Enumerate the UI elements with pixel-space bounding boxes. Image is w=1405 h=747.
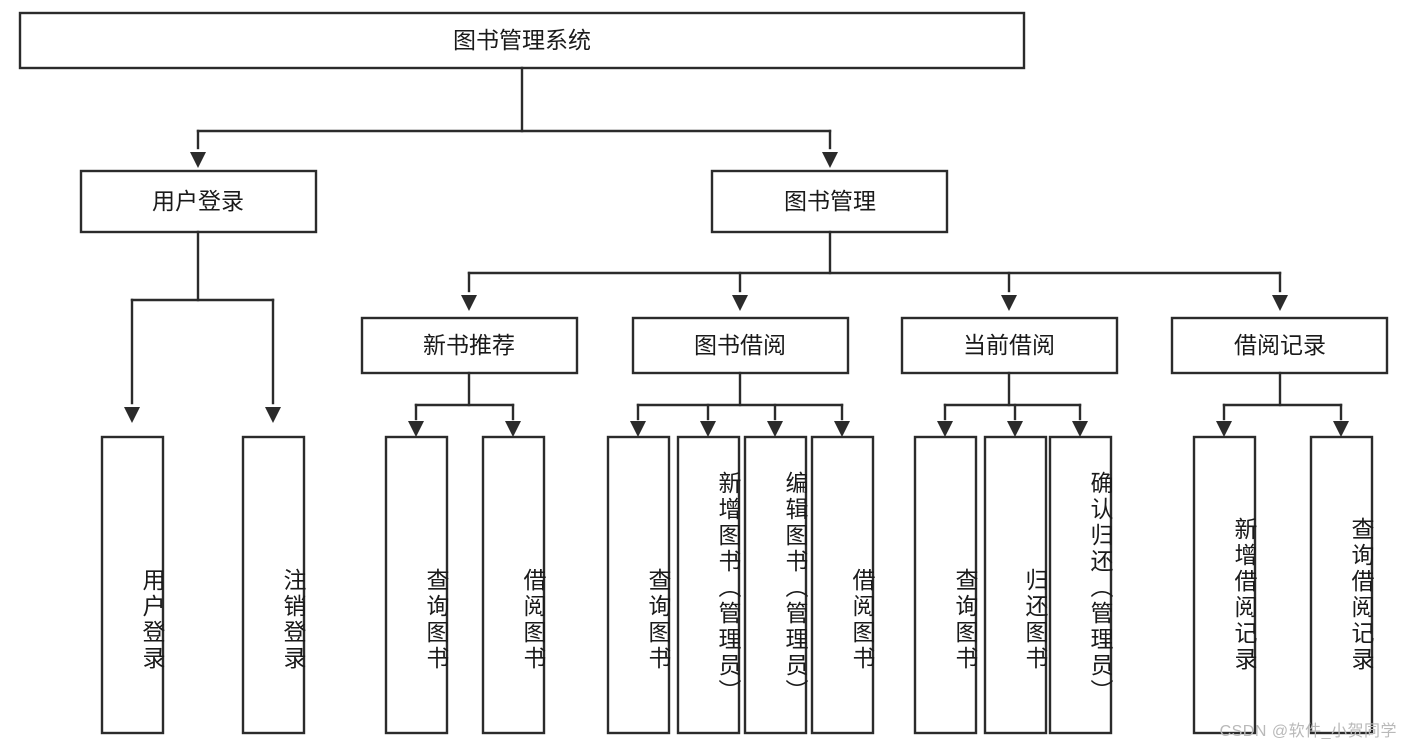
arrow-to-leaf-add-book [700,421,716,437]
leaf-box-add-record[interactable] [1192,435,1257,735]
arrow-to-leaf-borrow-book-1 [505,421,521,437]
arrow-to-leaf-query-book-3 [937,421,953,437]
arrow-to-user-login [190,152,206,168]
leaf-box-edit-book[interactable] [743,435,808,735]
arrow-to-leaf-confirm-return [1072,421,1088,437]
leaf-box-borrow-book-1[interactable] [481,435,546,735]
connector-current-borrow-to-leaves [937,371,1088,437]
arrow-to-leaf-add-record [1216,421,1232,437]
root-box[interactable] [18,11,1026,70]
leaf-box-borrow-book-2[interactable] [810,435,875,735]
arrow-to-leaf-borrow-book-2 [834,421,850,437]
leaf-box-query-book-2[interactable] [606,435,671,735]
arrow-to-book-borrow [732,295,748,311]
node-user-login[interactable]: 用户登录 [79,169,318,234]
arrow-to-book-manage [822,152,838,168]
user-login-box[interactable] [79,169,318,234]
connector-new-book-recommend-to-leaves [408,371,521,437]
node-root[interactable]: 图书管理系统 [18,11,1026,70]
book-borrow-label: 图书借阅 [694,332,786,358]
leaf-box-confirm-return[interactable] [1048,435,1113,735]
leaf-box-query-book-3[interactable] [913,435,978,735]
arrow-to-leaf-query-record [1333,421,1349,437]
book-manage-label: 图书管理 [784,188,876,214]
node-current-borrow[interactable]: 当前借阅 [900,316,1119,375]
current-borrow-label: 当前借阅 [963,332,1055,358]
csdn-watermark: CSDN @软件_小贺同学 [1219,723,1397,740]
arrow-to-new-book-recommend [461,295,477,311]
leaf-box-logout[interactable] [241,435,306,735]
connector-borrow-record-to-leaves [1216,371,1349,437]
node-book-manage[interactable]: 图书管理 [710,169,949,234]
new-book-recommend-label: 新书推荐 [423,332,515,358]
arrow-to-borrow-record [1272,295,1288,311]
current-borrow-box[interactable] [900,316,1119,375]
node-borrow-record[interactable]: 借阅记录 [1170,316,1389,375]
arrow-to-current-borrow [1001,295,1017,311]
arrow-to-leaf-return-book [1007,421,1023,437]
connector-book-borrow-to-leaves [630,371,850,437]
user-login-label: 用户登录 [152,188,244,214]
borrow-record-label: 借阅记录 [1234,332,1326,358]
arrow-to-leaf-user-login [124,407,140,423]
leaf-box-user-login[interactable] [100,435,165,735]
leaf-box-query-record[interactable] [1309,435,1374,735]
arrow-to-leaf-query-book-2 [630,421,646,437]
root-label: 图书管理系统 [453,27,591,53]
leaf-box-query-book-1[interactable] [384,435,449,735]
leaf-box-add-book[interactable] [676,435,741,735]
arrow-to-leaf-query-book-1 [408,421,424,437]
node-book-borrow[interactable]: 图书借阅 [631,316,850,375]
connector-user-login-to-leaves [124,230,281,423]
arrow-to-leaf-logout [265,407,281,423]
connector-root-to-level2 [190,66,838,168]
connector-book-manage-to-level3 [461,230,1288,311]
leaf-box-return-book[interactable] [983,435,1048,735]
new-book-recommend-box[interactable] [360,316,579,375]
node-new-book-recommend[interactable]: 新书推荐 [360,316,579,375]
arrow-to-leaf-edit-book [767,421,783,437]
